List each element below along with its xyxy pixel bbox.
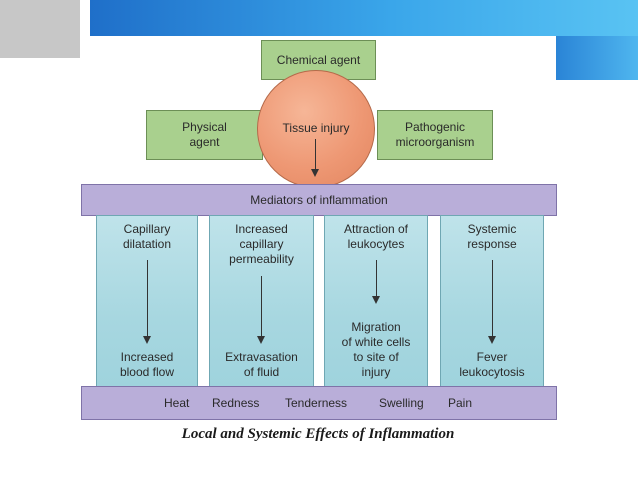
effect-heat: Heat: [164, 396, 190, 410]
header-gray-block: [0, 0, 80, 58]
column-arrow: [261, 276, 262, 338]
column-arrow: [376, 260, 377, 298]
tissue-injury-arrowhead: [311, 169, 319, 177]
tissue-injury-arrow: [315, 139, 316, 171]
column-leukocyte-attraction: Attraction of leukocytes Migration of wh…: [324, 215, 428, 387]
tissue-injury-label: Tissue injury: [282, 121, 350, 135]
column-capillary-dilatation: Capillary dilatation Increased blood flo…: [96, 215, 198, 387]
physical-agent-box: Physical agent: [146, 110, 263, 160]
column-bottom-label: Migration of white cells to site of inju…: [341, 320, 411, 379]
header-bar: [90, 0, 638, 36]
column-top-label: Attraction of leukocytes: [343, 222, 409, 251]
column-capillary-permeability: Increased capillary permeability Extrava…: [209, 215, 314, 387]
column-arrowhead: [143, 336, 151, 344]
effect-swelling: Swelling: [379, 396, 424, 410]
effect-redness: Redness: [212, 396, 260, 410]
effect-pain: Pain: [448, 396, 473, 410]
column-arrowhead: [372, 296, 380, 304]
pathogenic-label: Pathogenic microorganism: [395, 120, 475, 149]
column-top-label: Increased capillary permeability: [229, 222, 294, 266]
mediators-label: Mediators of inflammation: [250, 193, 388, 207]
column-top-label: Capillary dilatation: [122, 222, 172, 251]
chemical-agent-label: Chemical agent: [276, 52, 361, 67]
column-arrowhead: [257, 336, 265, 344]
column-top-label: Systemic response: [467, 222, 517, 251]
column-bottom-label: Fever leukocytosis: [459, 350, 525, 379]
figure-caption: Local and Systemic Effects of Inflammati…: [181, 426, 455, 442]
effects-bar: Heat Redness Tenderness Swelling Pain: [81, 386, 557, 420]
column-arrow: [492, 260, 493, 338]
tissue-injury-circle: Tissue injury: [257, 70, 375, 188]
column-arrow: [147, 260, 148, 338]
effect-tenderness: Tenderness: [285, 396, 348, 410]
column-arrowhead: [488, 336, 496, 344]
column-bottom-label: Increased blood flow: [119, 350, 175, 379]
mediators-bar: Mediators of inflammation: [81, 184, 557, 216]
physical-agent-label: Physical agent: [182, 120, 227, 149]
column-bottom-label: Extravasation of fluid: [225, 350, 298, 379]
pathogenic-box: Pathogenic microorganism: [377, 110, 493, 160]
inflammation-diagram: Chemical agent Physical agent Pathogenic…: [80, 36, 557, 420]
column-systemic-response: Systemic response Fever leukocytosis: [440, 215, 544, 387]
header-right-accent: [556, 36, 638, 80]
